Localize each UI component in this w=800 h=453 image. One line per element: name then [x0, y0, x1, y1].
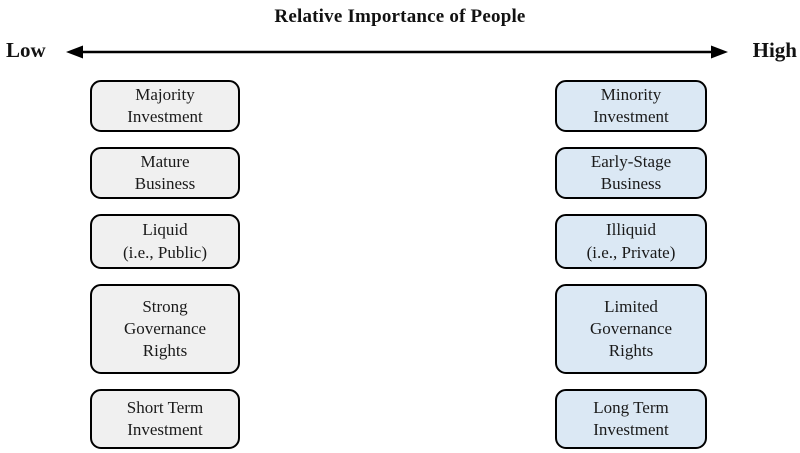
box-strong-governance-rights: Strong Governance Rights: [90, 284, 240, 374]
box-illiquid-private: Illiquid (i.e., Private): [555, 214, 707, 269]
axis-low-label: Low: [6, 38, 46, 62]
box-early-stage-business: Early-Stage Business: [555, 147, 707, 199]
arrow-head-left: [66, 45, 83, 59]
diagram-title: Relative Importance of People: [274, 6, 526, 27]
box-mature-business: Mature Business: [90, 147, 240, 199]
box-limited-governance-rights: Limited Governance Rights: [555, 284, 707, 374]
arrow-head-right: [711, 45, 728, 59]
high-importance-column: Minority Investment Early-Stage Business…: [555, 80, 707, 449]
double-headed-arrow: [66, 45, 728, 59]
axis-high-label: High: [752, 38, 797, 62]
box-liquid-public: Liquid (i.e., Public): [90, 214, 240, 269]
box-long-term-investment: Long Term Investment: [555, 389, 707, 449]
low-importance-column: Majority Investment Mature Business Liqu…: [90, 80, 240, 449]
box-short-term-investment: Short Term Investment: [90, 389, 240, 449]
box-minority-investment: Minority Investment: [555, 80, 707, 132]
box-majority-investment: Majority Investment: [90, 80, 240, 132]
